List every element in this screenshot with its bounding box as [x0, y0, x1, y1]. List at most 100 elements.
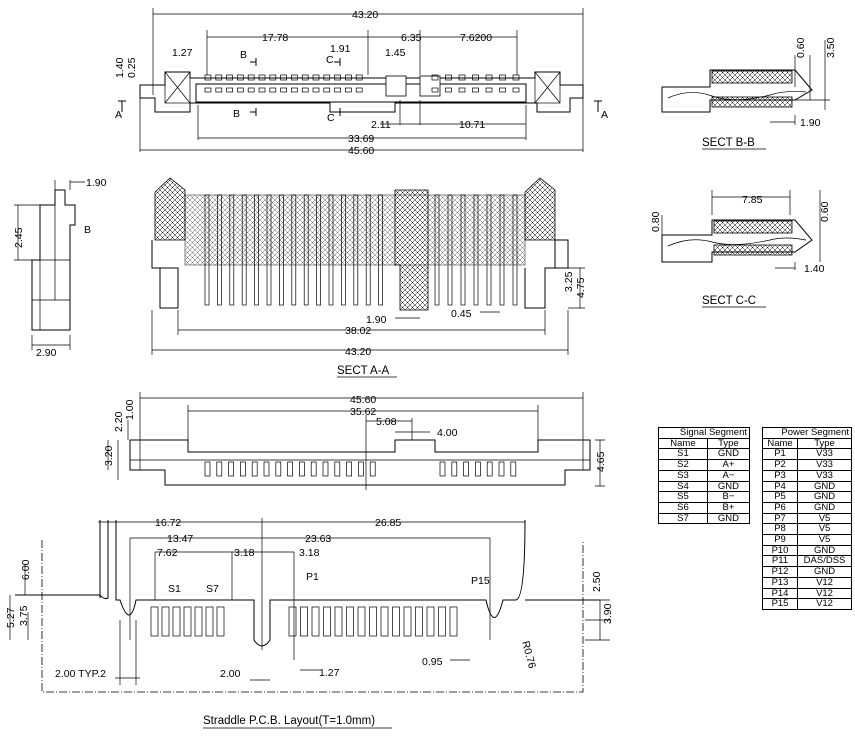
- side-mark-b: B: [84, 224, 91, 236]
- contact-pin: [312, 74, 320, 81]
- pin-type: GND: [706, 448, 751, 461]
- sect-c-dim-1-40: 1.40: [804, 263, 825, 275]
- pin-name: S1: [658, 448, 708, 461]
- pcb-dim-1-27: 1.27: [319, 667, 340, 679]
- pin-type: A−: [706, 469, 751, 482]
- contact-pin: [254, 194, 259, 306]
- side-dim-2-45: 2.45: [13, 227, 25, 248]
- contact-pin: [346, 461, 352, 477]
- contact-pin: [498, 461, 505, 477]
- contact-pin: [204, 194, 210, 306]
- pin-type: GND: [797, 491, 852, 503]
- pcb-dim-2-50: 2.50: [591, 571, 603, 592]
- dim-17-78: 17.78: [262, 32, 288, 44]
- contact-pin: [266, 194, 272, 306]
- contact-pin: [275, 461, 282, 477]
- contact-pin: [472, 87, 479, 93]
- sect-a-dim-38-02: 38.02: [345, 325, 371, 337]
- contact-pin: [485, 74, 493, 81]
- contact-pin: [369, 461, 376, 477]
- contact-pin: [258, 74, 266, 81]
- sect-c-dim-0-60: 0.60: [819, 201, 831, 222]
- pcb-dim-3-18-left: 3.18: [234, 547, 255, 559]
- contact-pin: [460, 194, 466, 306]
- pcb-pad-power: [357, 606, 366, 637]
- pin-name: P5: [761, 491, 799, 503]
- contact-pin: [215, 87, 223, 93]
- contact-pin: [316, 194, 321, 306]
- contact-pin: [447, 194, 453, 306]
- pin-type: V33: [797, 469, 852, 482]
- contact-pin: [323, 87, 331, 93]
- pin-label-p1: P1: [306, 571, 319, 583]
- pcb-pad-power: [311, 606, 320, 637]
- contact-pin: [237, 74, 244, 81]
- pcb-pad-signal: [172, 606, 181, 637]
- pin-name: S3: [658, 469, 708, 482]
- dim-1-27: 1.27: [172, 47, 193, 59]
- contact-pin: [458, 87, 466, 93]
- contact-pin: [263, 461, 270, 477]
- contact-pin: [216, 461, 223, 477]
- contact-pin: [247, 87, 255, 93]
- contact-pin: [301, 87, 309, 93]
- sect-a-dim-43-20: 43.20: [345, 346, 371, 358]
- front-dim-1-00: 1.00: [124, 399, 136, 420]
- pin-name: P1: [761, 448, 799, 461]
- contact-pin: [251, 461, 258, 477]
- dim-33-69: 33.69: [348, 133, 374, 145]
- pin-name: S4: [658, 480, 708, 493]
- section-b-title: SECT B-B: [702, 137, 755, 149]
- contact-pin: [237, 87, 244, 93]
- dim-43-20: 43.20: [352, 9, 378, 21]
- contact-pin: [451, 461, 458, 477]
- pcb-dim-2-00: 2.00: [220, 668, 241, 680]
- contact-pin: [215, 74, 223, 81]
- pcb-dim-3-90: 3.90: [602, 603, 614, 624]
- pin-name: P15: [761, 598, 799, 610]
- pcb-pad-signal: [216, 606, 225, 637]
- sect-b-dim-3-50: 3.50: [825, 37, 837, 58]
- pin-label-p15: P15: [471, 575, 490, 587]
- pin-type: B+: [706, 501, 751, 514]
- front-dim-2-20: 2.20: [113, 411, 125, 432]
- contact-pin: [355, 87, 363, 93]
- pin-name: P10: [761, 544, 799, 557]
- dim-10-71: 10.71: [459, 119, 485, 131]
- pcb-pad-power: [426, 606, 435, 637]
- side-view: 1.90 2.45 2.90 B: [13, 177, 107, 359]
- front-dim-4-65: 4.65: [595, 451, 607, 472]
- pcb-dim-6-00: 6.00: [20, 559, 32, 580]
- section-a-a: 3.25 4.75 1.90 0.45 38.02 43.20 SECT A-A: [151, 177, 587, 378]
- pin-name: P12: [761, 566, 799, 578]
- pcb-dim-5-27: 5.27: [5, 607, 17, 628]
- pin-type: GND: [706, 480, 751, 493]
- contact-pin: [431, 74, 439, 81]
- contact-pin: [434, 194, 440, 306]
- pcb-dim-26-85: 26.85: [375, 517, 401, 529]
- dim-6-35: 6.35: [401, 32, 422, 44]
- contact-pin: [365, 194, 371, 306]
- contact-pin: [486, 461, 493, 477]
- pin-type: GND: [797, 566, 852, 578]
- pcb-dim-2-00-typ: 2.00 TYP.2: [55, 668, 106, 680]
- section-c-title: SECT C-C: [702, 295, 756, 307]
- pcb-radius-r0-76: R0.76: [519, 640, 538, 670]
- pcb-dim-3-18-right: 3.18: [299, 547, 320, 559]
- signal-table-title: Signal Segment: [658, 427, 750, 439]
- sect-a-dim-4-75: 4.75: [575, 277, 587, 298]
- sect-b-dim-1-90: 1.90: [800, 117, 821, 129]
- pin-name: P9: [761, 534, 799, 546]
- section-c-c: 7.85 0.80 0.60 1.40 SECT C-C: [650, 190, 831, 308]
- dim-45-60: 45.60: [348, 145, 374, 157]
- sect-b-dim-0-60: 0.60: [795, 37, 807, 58]
- pin-name: P4: [761, 480, 799, 493]
